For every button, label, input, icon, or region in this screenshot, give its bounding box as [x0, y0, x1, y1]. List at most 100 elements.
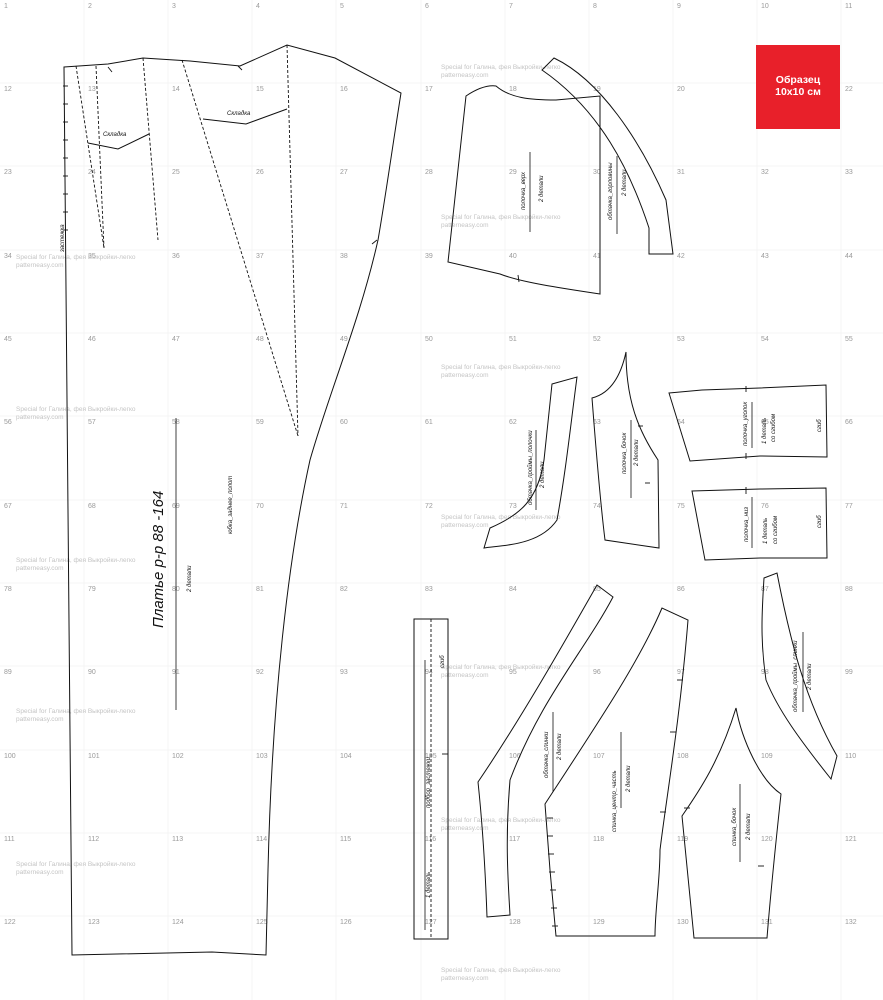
tile-number: 76 [761, 503, 769, 510]
tile-number: 127 [425, 919, 437, 926]
tile-number: 114 [256, 836, 267, 843]
fold-mark: сгиб [440, 655, 446, 668]
front-armhole-facing-label: обтачка_проймы_полочки [527, 430, 534, 505]
tile-number: 27 [340, 169, 348, 176]
tile-number: 132 [845, 919, 857, 926]
tile-number: 125 [256, 919, 268, 926]
tile-number: 47 [172, 336, 180, 343]
front-bottom-fold-desc: со сгибом [773, 516, 779, 544]
tile-number: 11 [845, 3, 852, 10]
placket-strip-count: 1 деталь [426, 872, 432, 898]
scale-sample-square [756, 45, 840, 129]
tile-number: 110 [845, 753, 856, 760]
watermark-url: patterneasy.com [441, 72, 489, 79]
tile-number: 70 [256, 503, 264, 510]
scale-sample-label: Образец 10x10 см [756, 74, 840, 98]
tile-number: 74 [593, 503, 601, 510]
tile-number: 34 [4, 253, 12, 260]
tile-number: 82 [340, 586, 348, 593]
tile-number: 65 [761, 419, 769, 426]
bodice-top-label: полочка_верх [521, 171, 527, 210]
front-bottom-fold-desc: 1 деталь [763, 518, 769, 544]
back-center-label: спинка_центр_часть [612, 770, 618, 832]
tile-number: 23 [4, 169, 12, 176]
back-side-label: спинка_бочок [732, 807, 738, 846]
tile-number: 104 [340, 753, 352, 760]
tile-number: 20 [677, 86, 685, 93]
tile-number: 15 [256, 86, 264, 93]
watermark-text: Special for Галина, фея Выкройки-легко [441, 513, 561, 521]
tile-number: 16 [340, 86, 348, 93]
tile-number: 35 [88, 253, 96, 260]
tile-number: 73 [509, 503, 517, 510]
front-side-piece: полочка_бочок 2 детали [591, 351, 660, 549]
neckline-facing-label: обтачка_горловины [608, 162, 614, 220]
tile-number: 53 [677, 336, 685, 343]
watermark-text: Special for Галина, фея Выкройки-легко [441, 63, 561, 71]
tile-number: 5 [340, 3, 344, 10]
tile-number: 30 [593, 169, 601, 176]
tile-number: 49 [340, 336, 348, 343]
tile-number: 66 [845, 419, 853, 426]
skirt-count: 2 детали [187, 565, 193, 593]
watermark-url: patterneasy.com [16, 262, 64, 269]
watermark-url: patterneasy.com [441, 222, 489, 229]
watermark-url: patterneasy.com [16, 716, 64, 723]
tile-number: 79 [88, 586, 96, 593]
tile-number: 99 [845, 669, 853, 676]
tile-number: 92 [256, 669, 264, 676]
tile-number: 54 [761, 336, 769, 343]
front-top-fold-desc: со сгибом [771, 414, 777, 442]
tile-number: 61 [425, 419, 433, 426]
tile-number: 94 [425, 669, 433, 676]
tile-number: 75 [677, 503, 685, 510]
neckline-facing-piece: обтачка_горловины 2 детали [541, 57, 674, 255]
tile-number: 29 [509, 169, 517, 176]
tile-number: 19 [593, 86, 601, 93]
tile-number: 13 [88, 86, 96, 93]
tile-number: 118 [593, 836, 604, 843]
tile-number: 9 [677, 3, 681, 10]
pattern-title: Платье р-р 88 -164 [150, 491, 167, 628]
watermark-text: Special for Галина, фея Выкройки-легко [441, 816, 561, 824]
tile-number: 106 [509, 753, 521, 760]
watermark-text: Special for Галина, фея Выкройки-легко [16, 405, 136, 413]
placket-label: застежка [60, 224, 66, 253]
sample-size: 10x10 см [775, 86, 821, 98]
watermark-url: patterneasy.com [441, 522, 489, 529]
neckline-facing-count: 2 детали [622, 169, 628, 197]
front-top-fold-piece: полочка_уголок 1 деталь со сгибом сгиб [668, 384, 828, 462]
placket-strip-label: подбор_застежки [426, 756, 432, 808]
tile-number: 100 [4, 753, 16, 760]
tile-number: 85 [593, 586, 601, 593]
tile-number: 2 [88, 3, 92, 10]
tile-number: 7 [509, 3, 513, 10]
back-side-piece: спинка_бочок 2 детали [681, 707, 782, 939]
watermark-url: patterneasy.com [441, 825, 489, 832]
tile-number: 128 [509, 919, 521, 926]
back-facing-piece: обтачка_спинки 2 детали [477, 584, 614, 918]
tile-number: 126 [340, 919, 352, 926]
watermark-url: patterneasy.com [16, 414, 64, 421]
watermark-text: Special for Галина, фея Выкройки-легко [441, 363, 561, 371]
tile-number: 112 [88, 836, 99, 843]
skirt-label: юбка_заднее_полот [228, 476, 234, 534]
watermark-text: Special for Галина, фея Выкройки-легко [16, 707, 136, 715]
tile-number: 87 [761, 586, 769, 593]
tile-number: 81 [256, 586, 264, 593]
back-armhole-facing-label: обтачка_проймы_спинки [792, 640, 799, 712]
tile-number: 96 [593, 669, 601, 676]
tile-number: 95 [509, 669, 517, 676]
tile-number: 17 [425, 86, 433, 93]
bodice-top-piece: полочка_верх 2 детали [447, 85, 601, 295]
tile-number: 64 [677, 419, 685, 426]
tile-number: 42 [677, 253, 685, 260]
tile-number: 88 [845, 586, 853, 593]
watermark-url: patterneasy.com [16, 869, 64, 876]
front-top-fold-desc: 1 деталь [762, 418, 768, 444]
tile-number: 59 [256, 419, 264, 426]
tile-number: 60 [340, 419, 348, 426]
tile-number: 37 [256, 253, 264, 260]
tile-number: 14 [172, 86, 180, 93]
tile-number: 41 [593, 253, 601, 260]
